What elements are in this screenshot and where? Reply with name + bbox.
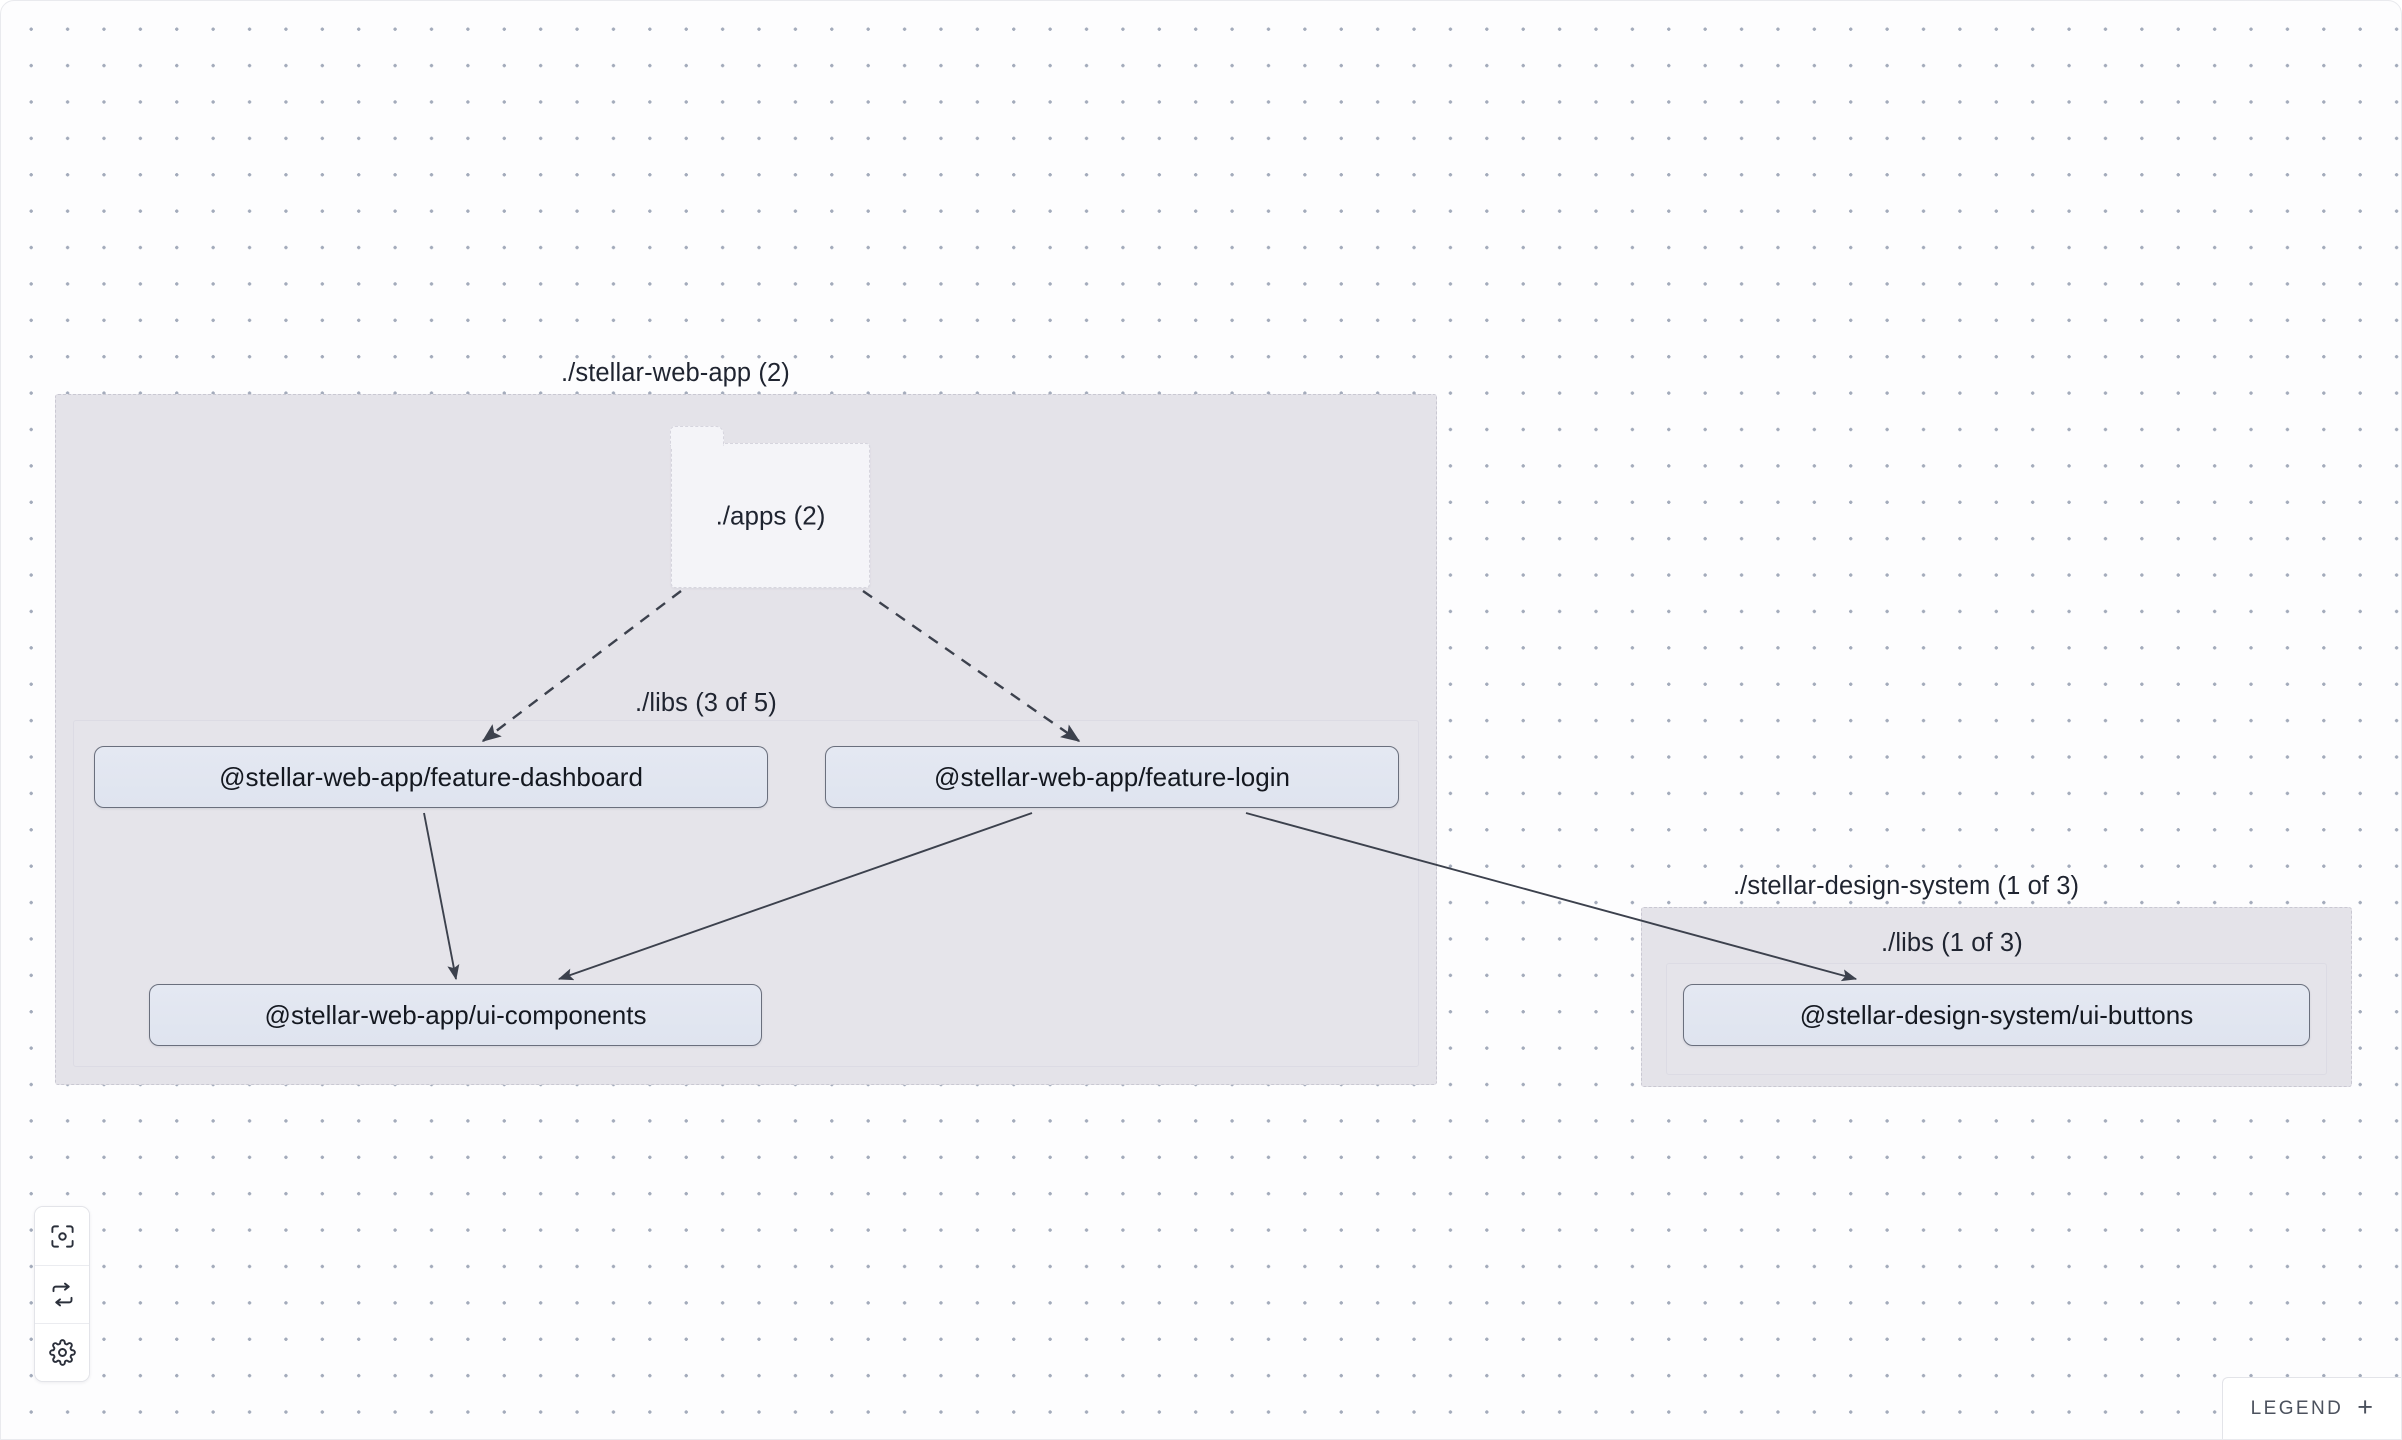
project-node-feature-login[interactable]: @stellar-web-app/feature-login [825,746,1399,808]
project-node-ui-buttons[interactable]: @stellar-design-system/ui-buttons [1683,984,2310,1046]
legend-label: LEGEND [2250,1397,2344,1419]
refresh-button[interactable] [35,1265,89,1323]
project-node-label: @stellar-web-app/feature-dashboard [219,761,643,792]
subgroup-label-stellar-design-system-libs: ./libs (1 of 3) [1881,929,2023,957]
subgroup-label-stellar-web-app-libs: ./libs (3 of 5) [635,689,777,717]
focus-graph-button[interactable] [35,1207,89,1265]
group-label-stellar-design-system: ./stellar-design-system (1 of 3) [1733,872,2080,900]
group-label-stellar-web-app: ./stellar-web-app (2) [561,359,790,387]
gear-icon [48,1339,76,1366]
focus-target-icon [49,1223,76,1250]
canvas-controls [34,1206,90,1382]
project-node-ui-components[interactable]: @stellar-web-app/ui-components [149,984,762,1046]
folder-node-apps[interactable]: ./apps (2) [670,426,870,588]
project-node-feature-dashboard[interactable]: @stellar-web-app/feature-dashboard [94,746,768,808]
project-node-label: @stellar-web-app/feature-login [934,761,1290,792]
folder-tab-shape [670,426,725,449]
refresh-icon [49,1281,76,1308]
project-node-label: @stellar-web-app/ui-components [264,999,647,1030]
legend-panel[interactable]: LEGEND + [2221,1377,2401,1439]
legend-expand-icon[interactable]: + [2357,1392,2373,1422]
project-node-label: @stellar-design-system/ui-buttons [1799,999,2194,1030]
folder-label-apps: ./apps (2) [715,500,826,530]
settings-button[interactable] [35,1323,89,1381]
